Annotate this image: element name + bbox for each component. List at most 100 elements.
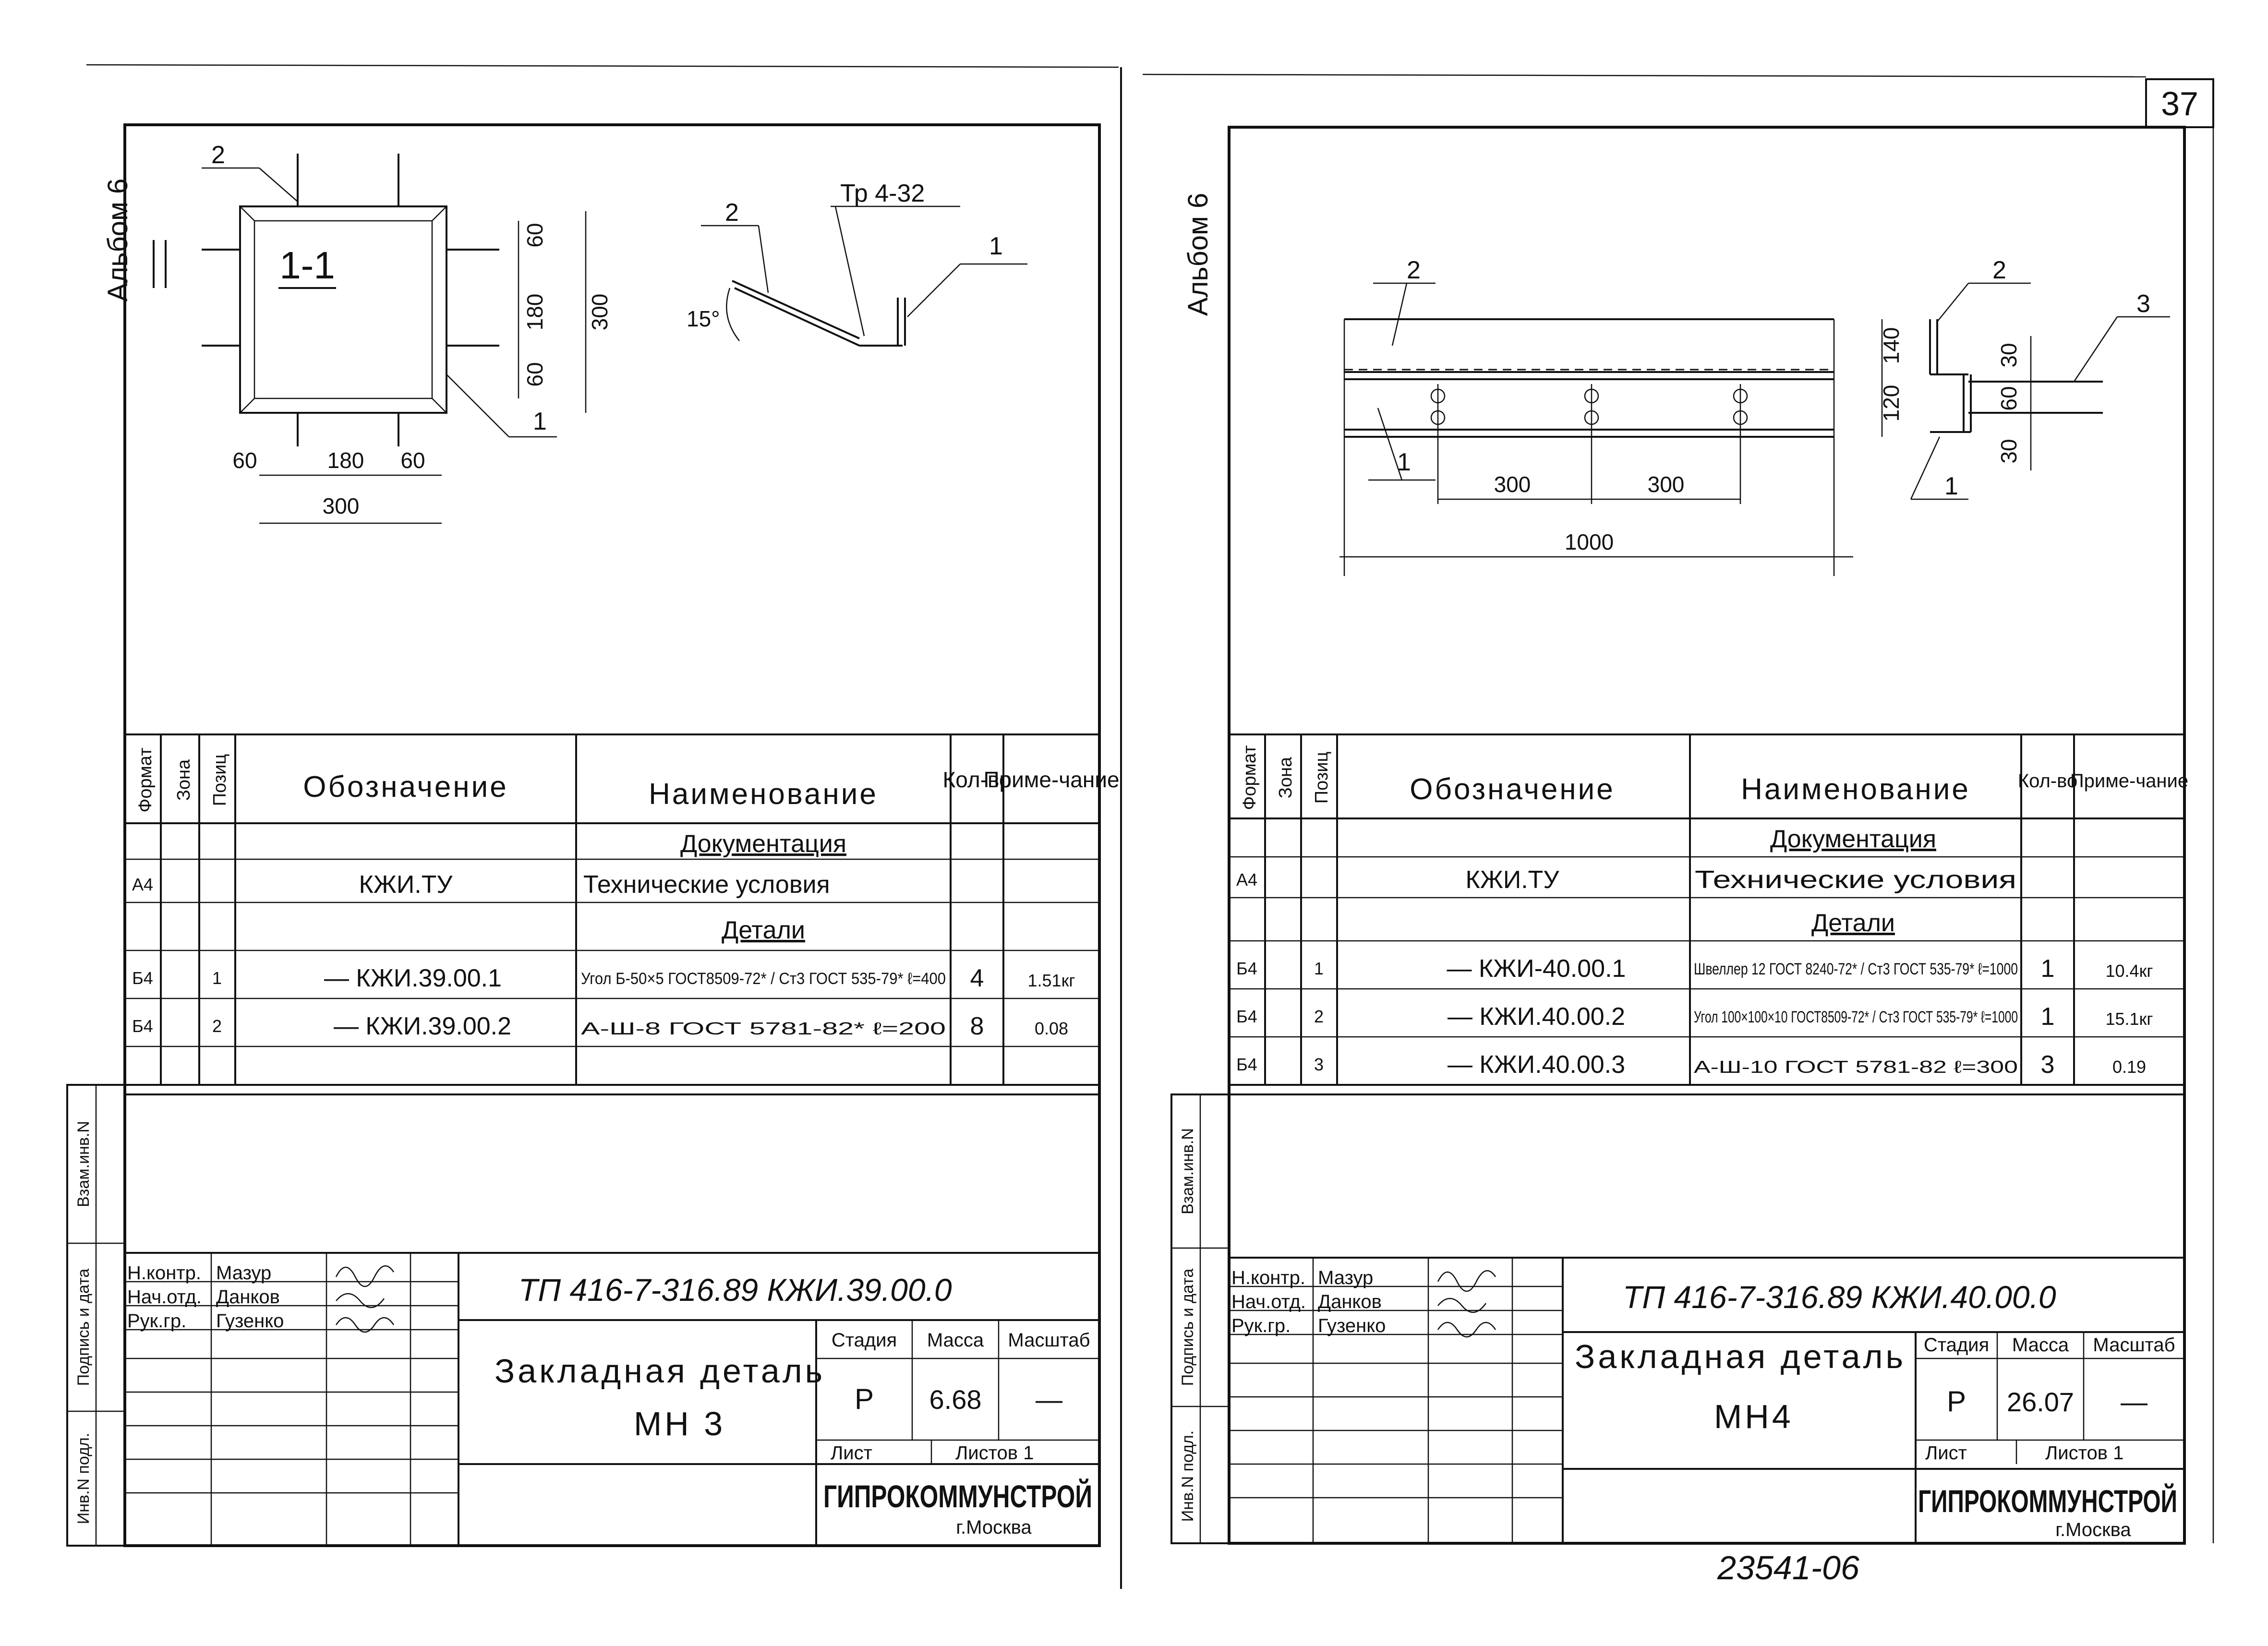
r-signature-0 (1437, 1270, 1496, 1292)
org-city: г.Москва (956, 1517, 1032, 1538)
r-row-1-note: 10.4кг (2106, 961, 2153, 981)
stamp-name-1: Данков (216, 1286, 280, 1308)
dim-120: 120 (1879, 385, 1904, 422)
row-1-note: 1.51кг (1028, 971, 1075, 990)
dim-60-left: 60 (232, 448, 257, 473)
callout-1: 1 (533, 408, 547, 435)
r-row-3-pos: 3 (1314, 1055, 1324, 1074)
r-row-0-name: Технические условия (1695, 866, 2016, 894)
row-2-designation: — КЖИ.39.00.2 (334, 1012, 511, 1040)
dim-30-a: 30 (1996, 343, 2021, 367)
sheets-label: Листов 1 (955, 1442, 1034, 1464)
album-label: Альбом 6 (102, 179, 133, 301)
mass-value: 6.68 (929, 1384, 982, 1415)
dim-60-bot: 60 (522, 362, 547, 386)
col-format: Формат (135, 748, 156, 813)
r-row-2-format: Б4 (1236, 1007, 1257, 1026)
r-side-sign: Подпись и дата (1179, 1269, 1197, 1386)
stage-value: Р (855, 1383, 874, 1415)
row-2-name: А-Ш-8 ГОСТ 5781-82* ℓ=200 (581, 1019, 946, 1038)
sheet-right: Альбом 6 300 300 1000 (1170, 126, 2214, 1545)
weld-label: Тр 4-32 (840, 180, 925, 207)
section-parts: Детали (722, 916, 805, 944)
col-designation: Обозначение (303, 770, 508, 804)
row-1-pos: 1 (212, 968, 222, 988)
r-scale-label: Масштаб (2093, 1334, 2175, 1356)
r-stamp-role-0: Н.контр. (1231, 1267, 1305, 1288)
spec-table: Формат Зона Позиц Обозначение Наименован… (124, 733, 1120, 1095)
r-col-designation: Обозначение (1410, 773, 1615, 806)
dim-140: 140 (1879, 327, 1904, 364)
dim-300-b: 300 (1648, 472, 1685, 497)
org-name: ГИПРОКОММУНСТРОЙ (823, 1478, 1092, 1514)
r-stamp-role-1: Нач.отд. (1231, 1291, 1306, 1312)
side-replace: Взам.инв.N (74, 1121, 93, 1207)
dim-300-a: 300 (1494, 472, 1531, 497)
r-row-1-pos: 1 (1314, 959, 1324, 978)
dim-300-h: 300 (323, 493, 360, 518)
sec-callout-1: 1 (989, 232, 1003, 260)
col-zone: Зона (174, 759, 194, 801)
scale-value: — (1036, 1384, 1062, 1415)
r-side-replace: Взам.инв.N (1179, 1128, 1197, 1214)
row-2-pos: 2 (212, 1016, 222, 1036)
row-2-note: 0.08 (1035, 1019, 1068, 1038)
row-1-qty: 4 (970, 964, 984, 992)
r-section-docs: Документация (1770, 825, 1936, 853)
stamp-role-1: Нач.отд. (127, 1286, 202, 1308)
r-part-mark: МН4 (1714, 1398, 1794, 1435)
dim-300-v: 300 (587, 294, 612, 331)
section-docs: Документация (680, 830, 846, 858)
r-row-1-format: Б4 (1236, 959, 1257, 978)
row-0-format: А4 (132, 875, 153, 894)
sec-callout-2-r: 2 (1992, 256, 2006, 284)
spec-table-right: Формат Зона Позиц Обозначение Наименован… (1228, 733, 2188, 1095)
callout-2: 2 (211, 141, 225, 169)
r-mass-value: 26.07 (2007, 1387, 2074, 1417)
angle-label: 15° (687, 306, 720, 331)
page-number: 37 (2161, 85, 2198, 122)
r-row-1-qty: 1 (2041, 955, 2055, 983)
r-col-note: Приме-чание (2070, 770, 2188, 792)
scale-label: Масштаб (1008, 1330, 1090, 1351)
dim-60-right: 60 (400, 448, 425, 473)
r-sheets-label: Листов 1 (2045, 1442, 2123, 1464)
stamp-role-0: Н.контр. (127, 1262, 201, 1284)
r-row-3-name: А-Ш-10 ГОСТ 5781-82 ℓ=300 (1694, 1057, 2018, 1077)
r-row-3-format: Б4 (1236, 1055, 1257, 1074)
stage-label: Стадия (832, 1330, 897, 1351)
section-view: Тр 4-32 2 1 15° (687, 180, 1027, 347)
sec-callout-3-r: 3 (2136, 290, 2150, 318)
elev-callout-2: 2 (1407, 256, 1421, 284)
plan-view: 1-1 2 1 60 180 60 300 60 180 60 300 (153, 141, 612, 524)
r-row-0-designation: КЖИ.ТУ (1466, 866, 1560, 894)
sec-callout-2: 2 (725, 199, 739, 227)
r-row-2-qty: 1 (2041, 1003, 2055, 1031)
row-1-name: Угол Б-50×5 ГОСТ8509-72* / Ст3 ГОСТ 535-… (581, 970, 946, 988)
dim-1000: 1000 (1565, 529, 1614, 554)
r-stamp-role-2: Рук.гр. (1231, 1315, 1291, 1336)
r-stage-value: Р (1947, 1385, 1966, 1418)
row-2-qty: 8 (970, 1012, 984, 1040)
r-stamp-name-1: Данков (1318, 1291, 1382, 1312)
r-col-qty: Кол-во (2018, 770, 2077, 792)
title-block-right: Н.контр. Нач.отд. Рук.гр. Мазур Данков Г… (1229, 1257, 2184, 1543)
r-row-1-designation: — КЖИ-40.00.1 (1447, 955, 1626, 983)
r-section-parts: Детали (1811, 909, 1895, 937)
r-col-zone: Зона (1276, 757, 1296, 798)
stamp-name-0: Мазур (216, 1262, 271, 1284)
r-sheet-label: Лист (1925, 1442, 1967, 1464)
row-1-format: Б4 (132, 968, 153, 988)
elevation-view: 300 300 1000 2 1 (1339, 256, 1853, 576)
section-mark: 1-1 (279, 244, 335, 287)
part-title: Закладная деталь (495, 1352, 825, 1390)
signature-1 (336, 1293, 385, 1309)
r-signature-2 (1437, 1322, 1496, 1338)
r-row-1-name: Швеллер 12 ГОСТ 8240-72* / Ст3 ГОСТ 535-… (1694, 960, 2018, 978)
row-0-designation: КЖИ.ТУ (359, 871, 453, 899)
r-mass-label: Масса (2012, 1334, 2069, 1356)
col-pos: Позиц (210, 754, 230, 806)
r-part-title: Закладная деталь (1575, 1338, 1906, 1375)
part-mark: МН 3 (634, 1405, 725, 1442)
r-col-format: Формат (1240, 745, 1260, 810)
